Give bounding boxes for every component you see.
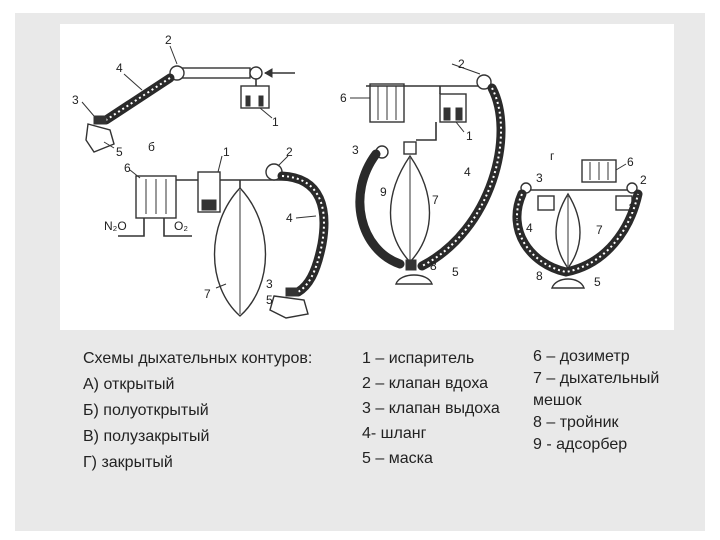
legend-item-7-cont: мешок <box>533 392 582 409</box>
legend-item-2: 2 – клапан вдоха <box>362 375 489 392</box>
b-mask <box>269 295 309 319</box>
scheme-v: 2 6 1 3 9 4 7 8 5 <box>340 57 506 285</box>
g-leader-6 <box>615 163 627 171</box>
v-label-7: 7 <box>432 193 439 207</box>
b-leader-7 <box>215 283 227 289</box>
g-label-1: 1 <box>628 201 635 215</box>
legend-item-3: 3 – клапан выдоха <box>362 400 500 417</box>
b-n2o-label: N₂O <box>104 219 127 233</box>
a-joint <box>249 66 263 80</box>
g-label-2: 2 <box>640 173 647 187</box>
g-adsorber <box>537 195 555 211</box>
scheme-g: г 6 3 2 1 9 4 <box>512 149 647 289</box>
a-tube <box>177 67 251 79</box>
a-mask <box>85 123 115 153</box>
a-leader-3 <box>81 101 95 117</box>
g-label-3: 3 <box>536 171 543 185</box>
b-letter: б <box>148 140 155 154</box>
b-leader-4 <box>295 215 317 219</box>
v-label-2: 2 <box>458 57 465 71</box>
b-hose-ribs <box>281 175 325 293</box>
a-leader-2 <box>169 45 178 65</box>
legend-parts-1-5: 1 – испаритель 2 – клапан вдоха 3 – клап… <box>362 346 500 471</box>
b-o2-line <box>163 218 192 237</box>
g-label-5: 5 <box>594 275 601 289</box>
caption-semi-closed: В) полузакрытый <box>83 428 210 445</box>
caption-closed: Г) закрытый <box>83 454 173 471</box>
v-label-3: 3 <box>352 143 359 157</box>
b-o2-label: O₂ <box>174 219 188 233</box>
caption-semi-open: Б) полуоткрытый <box>83 402 209 419</box>
v-inhale-valve <box>476 74 492 90</box>
g-label-8: 8 <box>536 269 543 283</box>
a-leader-4 <box>123 73 143 91</box>
a-leader-1 <box>259 107 273 119</box>
a-label-4: 4 <box>116 61 123 75</box>
a-hose <box>101 73 175 125</box>
g-hose-ribs <box>516 193 639 274</box>
circuit-types-caption: Схемы дыхательных контуров: А) открытый … <box>83 346 312 476</box>
v-hose-left <box>355 149 405 269</box>
legend-item-5: 5 – маска <box>362 450 433 467</box>
g-label-4: 4 <box>526 221 533 235</box>
b-label-3: 3 <box>266 277 273 291</box>
b-label-5: 5 <box>266 293 273 307</box>
b-label-2: 2 <box>286 145 293 159</box>
scheme-a: 2 4 3 1 5 <box>72 33 295 159</box>
v-pipe <box>416 122 437 141</box>
v-vapor-fill-1 <box>443 107 451 121</box>
v-adsorber <box>403 141 417 155</box>
b-label-6: 6 <box>124 161 131 175</box>
v-label-8: 8 <box>430 259 437 273</box>
a-label-5: 5 <box>116 145 123 159</box>
caption-title: Схемы дыхательных контуров: <box>83 350 313 367</box>
v-label-6: 6 <box>340 91 347 105</box>
legend-item-9: 9 - адсорбер <box>533 436 628 453</box>
b-leader-2 <box>277 155 289 167</box>
g-label-7: 7 <box>596 223 603 237</box>
scheme-b: б N₂O O₂ <box>104 140 329 319</box>
circuits-diagram: 2 4 3 1 5 б N₂O O₂ <box>72 33 647 319</box>
b-leader-1 <box>217 155 223 173</box>
a-arrow-head <box>263 68 273 78</box>
legend-item-4: 4- шланг <box>362 425 427 442</box>
v-hose-right-ribs <box>421 87 503 267</box>
g-mask <box>551 278 585 289</box>
v-vapor-fill-2 <box>455 107 463 121</box>
b-label-7: 7 <box>204 287 211 301</box>
v-leader-1 <box>455 121 465 133</box>
legend-parts-6-9: 6 – дозиметр 7 – дыхательный мешок 8 – т… <box>533 346 659 456</box>
b-label-1: 1 <box>223 145 230 159</box>
legend-item-7: 7 – дыхательный <box>533 370 660 387</box>
legend-item-8: 8 – тройник <box>533 414 619 431</box>
b-label-4: 4 <box>286 211 293 225</box>
b-n2o-line <box>118 218 145 237</box>
g-label-6: 6 <box>627 155 634 169</box>
g-inhale-valve <box>626 182 638 194</box>
v-label-1: 1 <box>466 129 473 143</box>
v-label-5: 5 <box>452 265 459 279</box>
g-label-9: 9 <box>514 209 521 223</box>
a-vapor-fill-2 <box>258 95 264 107</box>
v-leader-2 <box>451 63 481 75</box>
g-letter: г <box>550 149 555 163</box>
legend-item-1: 1 – испаритель <box>362 350 475 367</box>
a-vaporizer <box>240 85 270 109</box>
a-exhale-valve <box>93 115 107 125</box>
a-label-1: 1 <box>272 115 279 129</box>
breathing-circuits-figure: 2 4 3 1 5 б N₂O O₂ <box>60 24 674 330</box>
a-label-3: 3 <box>72 93 79 107</box>
a-leader-5 <box>103 141 115 149</box>
caption-open: А) открытый <box>83 376 175 393</box>
a-label-2: 2 <box>165 33 172 47</box>
v-label-9: 9 <box>380 185 387 199</box>
a-vapor-fill-1 <box>245 95 251 107</box>
b-leader-6 <box>129 169 141 179</box>
v-tee <box>405 259 417 271</box>
b-exhale-valve <box>285 287 299 297</box>
b-vapor-fill <box>201 199 217 211</box>
legend-item-6: 6 – дозиметр <box>533 348 630 365</box>
v-mask <box>395 274 433 285</box>
v-label-4: 4 <box>464 165 471 179</box>
